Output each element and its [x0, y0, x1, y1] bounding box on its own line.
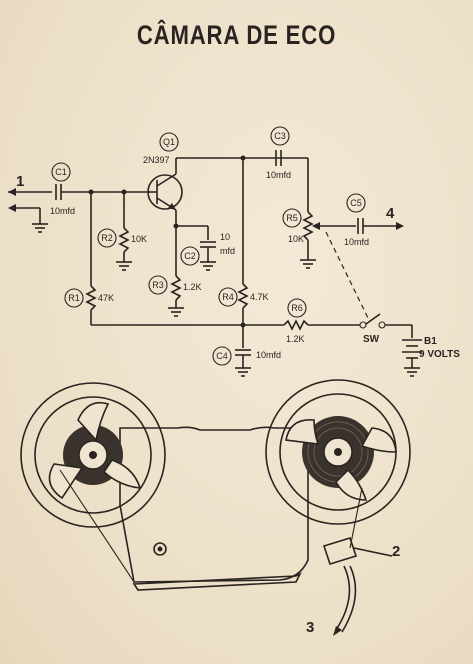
potentiometer-r5: R5 10K: [282, 208, 320, 269]
capacitor-c4: C4 10mfd: [212, 346, 281, 366]
capacitor-c3: C3 10mfd: [266, 126, 291, 180]
r4-value: 4.7K: [250, 292, 269, 302]
svg-text:R2: R2: [101, 233, 113, 243]
r6-value: 1.2K: [286, 334, 305, 344]
resistor-r3: R3 1.2K: [148, 275, 202, 301]
svg-text:R3: R3: [152, 280, 164, 290]
c2-value-a: 10: [220, 232, 230, 242]
c1-value: 10mfd: [50, 206, 75, 216]
svg-text:C1: C1: [55, 167, 67, 177]
reel-right: [265, 379, 411, 525]
battery-b1: B1 9 VOLTS: [402, 336, 460, 360]
svg-text:B1: B1: [424, 336, 437, 347]
c5-value: 10mfd: [344, 237, 369, 247]
schematic: 1 C1 10mfd Q: [8, 126, 460, 377]
c2-value-b: mfd: [220, 246, 235, 256]
head: 2 3: [306, 537, 400, 636]
r1-value: 47K: [98, 293, 114, 303]
resistor-r2: R2 10K: [97, 227, 147, 253]
c4-value: 10mfd: [256, 350, 281, 360]
page-title: CÂMARA DE ECO: [136, 20, 337, 50]
capacitor-c1: C1 10mfd: [50, 162, 75, 216]
callout-4: 4: [386, 205, 395, 222]
reel-left: [20, 382, 166, 528]
callout-2: 2: [392, 543, 400, 560]
capacitor-c2: C2 10 mfd: [180, 232, 235, 266]
callout-3: 3: [306, 619, 314, 636]
resistor-r4: R4 4.7K: [218, 283, 269, 309]
svg-text:SW: SW: [363, 334, 380, 345]
r5-value: 10K: [288, 234, 304, 244]
c3-value: 10mfd: [266, 170, 291, 180]
callout-1: 1: [16, 173, 24, 190]
resistor-r6: R6 1.2K: [283, 298, 309, 344]
capacitor-c5: C5 10mfd: [344, 193, 369, 247]
q1-part: 2N397: [143, 155, 170, 165]
svg-text:C5: C5: [350, 198, 362, 208]
tape-recorder-illustration: 2 3: [20, 379, 411, 636]
svg-text:C3: C3: [274, 131, 286, 141]
r2-value: 10K: [131, 234, 147, 244]
svg-text:9 VOLTS: 9 VOLTS: [419, 349, 460, 360]
resistor-r1: R1 47K: [64, 285, 114, 311]
svg-text:R1: R1: [68, 293, 80, 303]
switch-sw: SW: [359, 313, 386, 345]
svg-text:Q1: Q1: [163, 137, 175, 147]
input-terminal: 1: [8, 173, 52, 233]
svg-text:R5: R5: [286, 213, 298, 223]
r3-value: 1.2K: [183, 282, 202, 292]
svg-text:R4: R4: [222, 292, 234, 302]
svg-text:R6: R6: [291, 303, 303, 313]
svg-text:C4: C4: [216, 351, 228, 361]
svg-text:C2: C2: [184, 251, 196, 261]
transistor-q1: Q1 2N397: [143, 132, 183, 226]
